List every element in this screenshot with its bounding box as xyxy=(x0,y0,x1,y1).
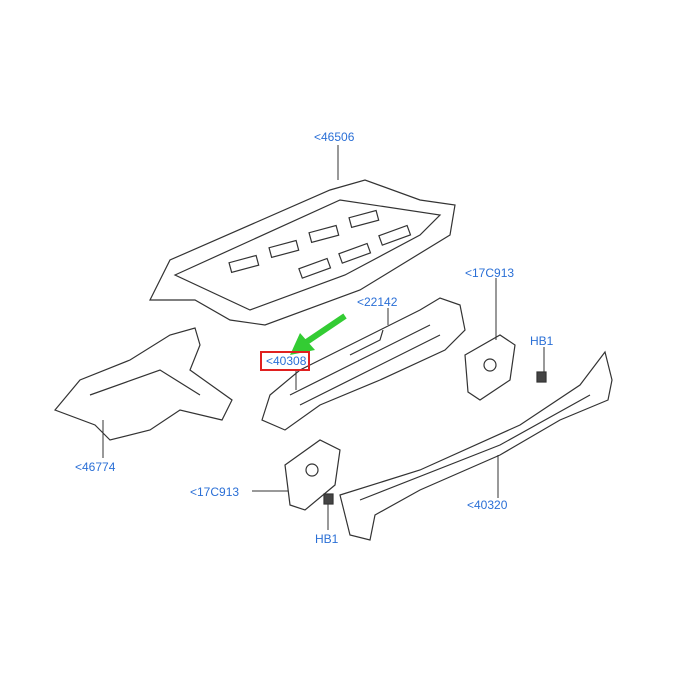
bracket-left-part xyxy=(284,439,341,511)
bolts xyxy=(323,329,547,505)
callout-17c913-left[interactable]: <17C913 xyxy=(190,485,240,499)
callout-22142[interactable]: <22142 xyxy=(357,295,398,309)
bracket-right-part xyxy=(464,334,516,401)
callout-40320[interactable]: <40320 xyxy=(467,498,508,512)
rear-panel-part xyxy=(339,350,613,541)
highlight-box xyxy=(260,351,310,371)
crossmember-part xyxy=(261,297,466,431)
callout-40308[interactable]: <40308 xyxy=(266,354,307,368)
callout-hb1-right[interactable]: HB1 xyxy=(530,334,554,348)
callout-17c913-right[interactable]: <17C913 xyxy=(465,266,515,280)
green-arrow-icon xyxy=(290,313,347,355)
side-floor-part xyxy=(53,327,233,441)
callout-46774[interactable]: <46774 xyxy=(75,460,116,474)
leader-lines xyxy=(102,145,545,530)
rear-floor-pan-part xyxy=(149,179,456,326)
callout-46506[interactable]: <46506 xyxy=(314,130,355,144)
callout-hb1-left[interactable]: HB1 xyxy=(315,532,339,546)
